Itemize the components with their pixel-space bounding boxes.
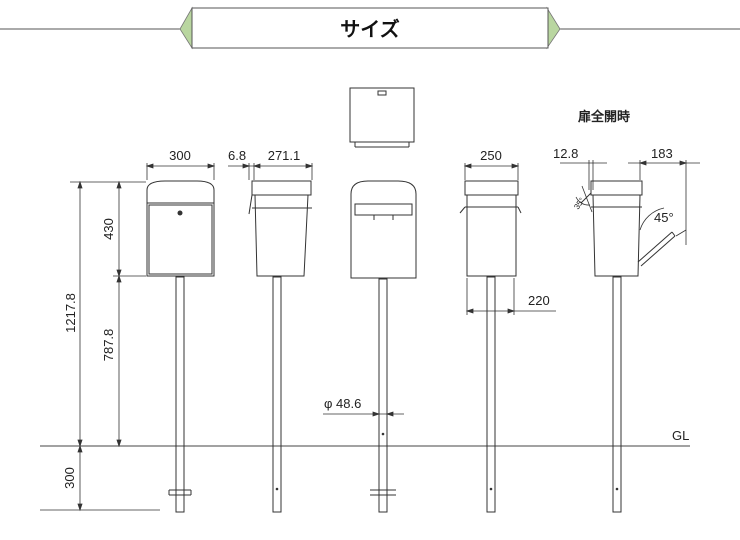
post-diameter-label: φ 48.6: [324, 396, 361, 411]
door-reach-label: 183: [651, 146, 673, 161]
post-offset-label: 220: [528, 293, 550, 308]
door-angle-label: 45°: [654, 210, 674, 225]
header-band: サイズ: [0, 6, 740, 50]
ground-line-label: GL: [672, 428, 689, 443]
post-offset-dimension: [465, 278, 556, 315]
front-width-label: 300: [169, 148, 191, 163]
back-view: [350, 180, 417, 513]
rear-width-dimension: [463, 163, 520, 180]
door-flap-label: 12.8: [553, 146, 578, 161]
vertical-dimensions: [40, 180, 160, 512]
side-flap-label: 6.8: [228, 148, 246, 163]
title-box: [191, 7, 549, 49]
top-view: [349, 87, 415, 148]
rear-width-label: 250: [480, 148, 502, 163]
small-angle-label: 35°: [572, 196, 586, 211]
front-view: [146, 180, 215, 513]
box-height-label: 430: [101, 218, 116, 240]
total-height-label: 1217.8: [63, 293, 78, 333]
side-depth-label: 271.1: [268, 148, 301, 163]
side-view: [248, 180, 312, 513]
post-diameter-dimension: [323, 411, 404, 417]
door-open-heading: 扉全開時: [578, 109, 630, 124]
rear-view: [459, 180, 522, 513]
door-open-dimensions: [560, 160, 700, 245]
door-open-view: [580, 180, 676, 513]
front-width-dimension: [145, 163, 216, 180]
page-title: サイズ: [340, 17, 399, 41]
ground-line: GL: [40, 428, 690, 447]
side-dimension: [228, 163, 314, 180]
post-height-label: 787.8: [101, 329, 116, 362]
buried-depth-label: 300: [62, 467, 77, 489]
